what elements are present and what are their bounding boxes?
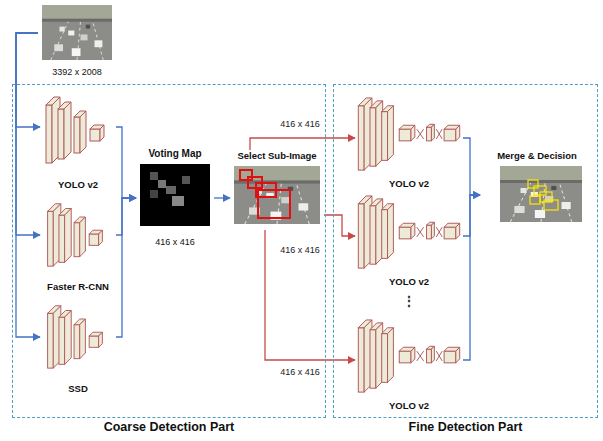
sub-image-boxes (240, 170, 290, 218)
sub-image-box: Select Sub-Image (230, 150, 324, 230)
merge-image (500, 166, 582, 222)
arrow-connector (16, 33, 40, 127)
node-label: Merge & Decision (497, 150, 577, 161)
network-icon (46, 97, 104, 163)
detection-region: Fine Detection PartYOLO v2YOLO v2YOLO v2… (333, 84, 598, 418)
network-block: YOLO v2 (355, 192, 463, 287)
arrow-connector (116, 198, 136, 235)
arrow-connector (324, 215, 355, 236)
sub-image-photo (234, 166, 320, 224)
network-icon (358, 320, 459, 392)
input-image (42, 5, 112, 60)
node-label: SSD (68, 383, 88, 394)
arrow-connector (116, 198, 136, 337)
input-image-box: 3392 x 2008 (38, 4, 116, 78)
network-icon (358, 196, 459, 268)
merge-box: Merge & Decision (480, 150, 594, 226)
detection-boxes (528, 180, 558, 210)
edge-label: 416 x 416 (278, 245, 322, 256)
arrow-connector (16, 33, 40, 337)
node-label: 3392 x 2008 (52, 67, 102, 78)
node-label: YOLO v2 (389, 178, 429, 189)
arrow-connector (214, 197, 230, 198)
node-label: Faster R-CNN (47, 281, 109, 292)
node-label: YOLO v2 (58, 179, 98, 190)
arrow-connector (463, 138, 480, 195)
region-title: Coarse Detection Part (13, 420, 325, 435)
network-block: SSD (40, 300, 116, 394)
arrow-connector (463, 195, 480, 236)
node-label: 416 x 416 (155, 237, 195, 248)
voting-map-box: Voting Map 416 x 416 (136, 148, 214, 248)
continuation-dots: ⋮ (402, 294, 416, 308)
region-title: Fine Detection Part (334, 420, 597, 435)
arrow-connector (463, 195, 480, 360)
network-block: YOLO v2 (355, 316, 463, 411)
network-block: YOLO v2 (355, 94, 463, 189)
node-label: YOLO v2 (389, 400, 429, 411)
network-block: Faster R-CNN (40, 198, 116, 292)
network-icon (48, 204, 103, 266)
network-block: YOLO v2 (40, 90, 116, 190)
network-icon (48, 306, 103, 368)
edge-label: 416 x 416 (278, 367, 322, 378)
connector-group (16, 33, 480, 360)
node-label: Select Sub-Image (237, 150, 316, 161)
network-icon (358, 98, 459, 170)
node-label: Voting Map (148, 148, 201, 160)
arrow-connector (265, 230, 355, 360)
arrow-connector (116, 127, 136, 198)
voting-map-image (140, 164, 210, 226)
edge-label: 416 x 416 (278, 119, 322, 130)
arrow-connector (16, 33, 40, 235)
arrow-connector (250, 138, 355, 150)
node-label: YOLO v2 (389, 276, 429, 287)
